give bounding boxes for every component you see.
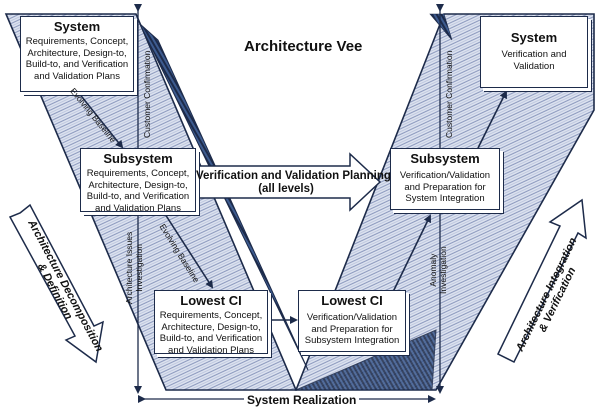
flow-lowest-to-subsystem bbox=[391, 214, 431, 295]
investigation-right-line: Investigation bbox=[438, 246, 448, 294]
subsystem-left-box: Subsystem Requirements, Concept, Archite… bbox=[80, 148, 196, 214]
system-realization-label: System Realization bbox=[244, 393, 360, 407]
lowest-ci-right-body: Verification/Validation and Preparation … bbox=[304, 312, 400, 346]
integration-arrow bbox=[497, 198, 587, 364]
lowest-ci-left-title: Lowest CI bbox=[180, 293, 242, 308]
system-left-title: System bbox=[53, 19, 101, 34]
vv-planning-label: Verification and Validation Planning (al… bbox=[196, 170, 391, 196]
flow-system-to-subsystem bbox=[77, 91, 124, 149]
customer-confirmation-left-label: Customer Confirmation bbox=[142, 50, 152, 138]
architecture-issues-label: Architecture Issues Investigation bbox=[124, 232, 144, 304]
diagram-title: Architecture Vee bbox=[244, 38, 363, 55]
vv-planning-arrow bbox=[197, 152, 382, 212]
flow-subsystem-to-lowest bbox=[164, 213, 214, 289]
system-right-title: System bbox=[510, 30, 558, 45]
customer-confirmation-right-label: Customer Confirmation bbox=[444, 50, 454, 138]
system-right-body: Verification and Validation bbox=[501, 49, 567, 72]
subsystem-right-body: Verification/Validation and Preparation … bbox=[399, 170, 491, 204]
subsystem-left-title: Subsystem bbox=[103, 151, 173, 166]
vv-planning-line2: (all levels) bbox=[258, 183, 314, 195]
lowest-ci-right-box: Lowest CI Verification/Validation and Pr… bbox=[298, 290, 406, 352]
subsystem-left-body: Requirements, Concept, Architecture, Des… bbox=[86, 168, 190, 214]
subsystem-right-title: Subsystem bbox=[410, 151, 480, 166]
investigation-left-line: Investigation bbox=[134, 244, 144, 292]
anomaly-line: Anomaly bbox=[428, 253, 438, 287]
architecture-issues-line: Architecture Issues bbox=[124, 231, 134, 304]
vv-planning-line1: Verification and Validation Planning bbox=[196, 170, 391, 182]
lowest-ci-right-title: Lowest CI bbox=[321, 293, 383, 308]
anomaly-investigation-label: Anomaly Investigation bbox=[428, 246, 448, 294]
system-right-box: System Verification and Validation bbox=[480, 16, 588, 88]
system-left-body: Requirements, Concept, Architecture, Des… bbox=[25, 36, 129, 82]
subsystem-right-box: Subsystem Verification/Validation and Pr… bbox=[390, 148, 500, 210]
lowest-ci-left-body: Requirements, Concept, Architecture, Des… bbox=[159, 310, 263, 356]
flow-subsystem-to-system bbox=[477, 90, 507, 149]
decomposition-arrow bbox=[8, 203, 104, 364]
system-left-box: System Requirements, Concept, Architectu… bbox=[20, 16, 134, 92]
lowest-ci-left-box: Lowest CI Requirements, Concept, Archite… bbox=[154, 290, 268, 356]
